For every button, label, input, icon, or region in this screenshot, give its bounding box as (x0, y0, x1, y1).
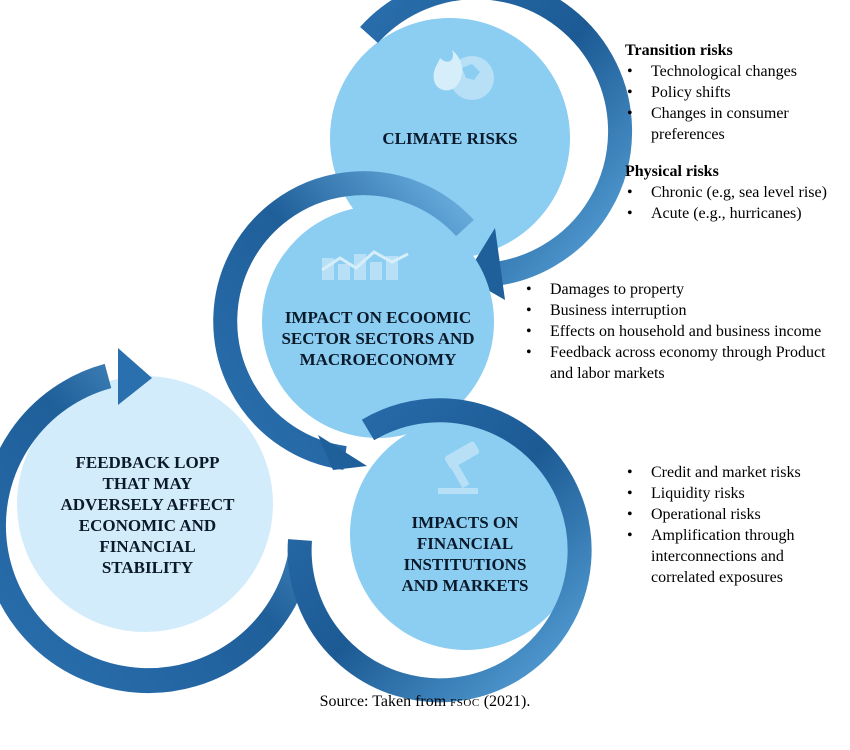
list-item: Credit and market risks (627, 462, 825, 483)
economic-circle (262, 206, 494, 438)
source-org: FSOC (450, 697, 480, 709)
transition-risks-heading: Transition risks (625, 42, 733, 59)
feedback-arrowhead (118, 348, 152, 405)
list-item: Operational risks (627, 504, 825, 525)
financial-ring-arrow (287, 398, 592, 703)
chart-icon (321, 250, 409, 280)
list-item: Chronic (e.g, sea level rise) (627, 182, 850, 203)
financial-circle-label: IMPACTS ON FINANCIAL INSTITUTIONS AND MA… (401, 513, 529, 595)
list-item: Damages to property (526, 279, 850, 300)
economic-arrowhead (318, 435, 367, 470)
economic-impact-list: Damages to property Business interruptio… (524, 279, 850, 384)
globe-fire-icon (433, 50, 494, 100)
source-suffix: (2021). (479, 693, 531, 710)
climate-ring-arrow (360, 0, 633, 287)
financial-circle (350, 418, 582, 650)
feedback-ring-arrow (0, 363, 313, 694)
source-caption: Source: Taken from FSOC (2021). (0, 693, 850, 711)
list-item: Amplification through interconnections a… (627, 525, 825, 588)
gavel-icon (438, 441, 480, 494)
financial-impact-list: Credit and market risks Liquidity risks … (625, 462, 825, 588)
list-item: Effects on household and business income (526, 321, 850, 342)
list-item: Policy shifts (627, 82, 850, 103)
climate-circle-label: CLIMATE RISKS (382, 129, 518, 148)
economic-circle-label: IMPACT ON ECOOMIC SECTOR SECTORS AND MAC… (281, 308, 475, 369)
climate-risk-list: Transition risks Technological changes P… (625, 40, 850, 224)
list-item: Changes in consumer preferences (627, 103, 850, 145)
list-item: Technological changes (627, 61, 850, 82)
list-item: Liquidity risks (627, 483, 825, 504)
physical-risks-heading: Physical risks (625, 163, 719, 180)
economic-ring-arrow (213, 171, 474, 470)
transition-risks-items: Technological changes Policy shifts Chan… (625, 61, 850, 145)
list-item: Business interruption (526, 300, 850, 321)
physical-risks-items: Chronic (e.g, sea level rise) Acute (e.g… (625, 182, 850, 224)
feedback-circle-label: FEEDBACK LOPP THAT MAY ADVERSELY AFFECT … (60, 453, 235, 577)
feedback-circle (17, 376, 273, 632)
list-item: Acute (e.g., hurricanes) (627, 203, 850, 224)
source-prefix: Source: Taken from (319, 693, 451, 710)
list-item: Feedback across economy through Product … (526, 342, 850, 384)
